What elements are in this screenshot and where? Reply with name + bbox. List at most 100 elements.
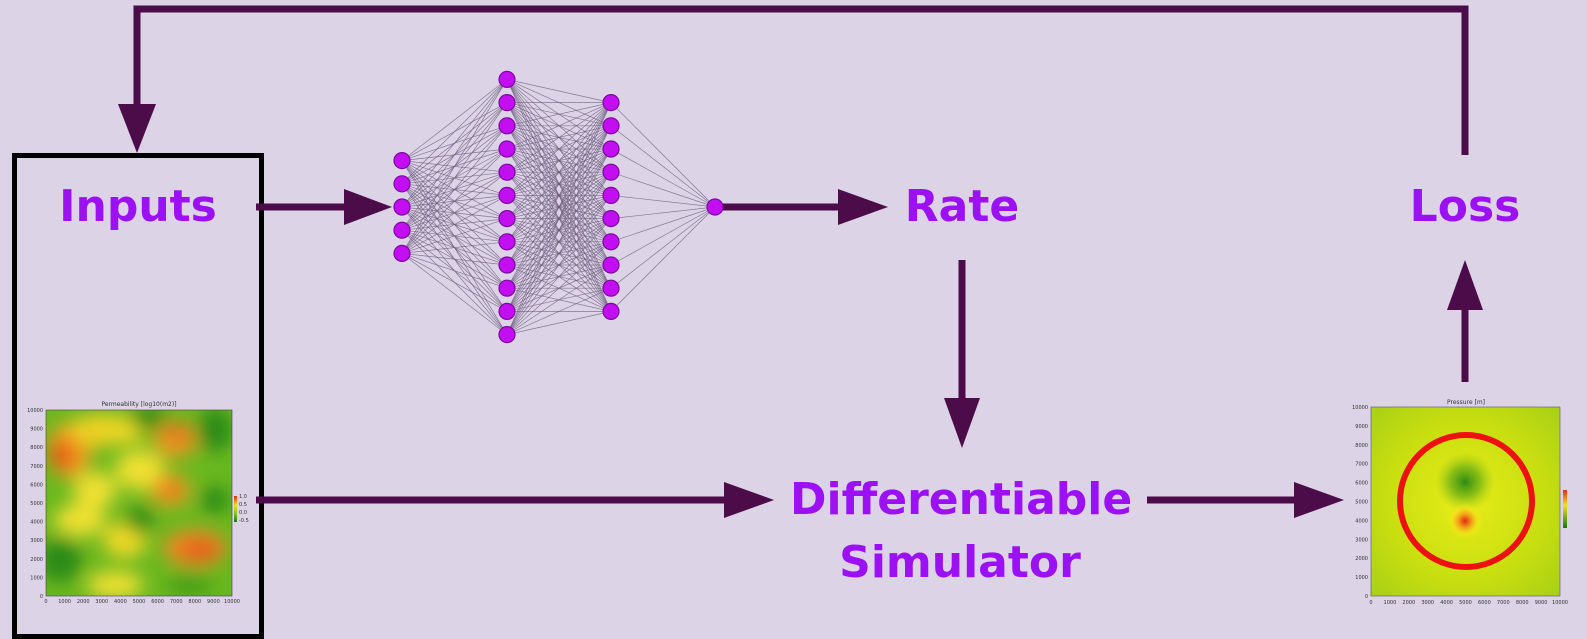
- nn-connection: [401, 79, 508, 208]
- nn-node-layer-2: [498, 70, 516, 89]
- nn-connection: [506, 102, 612, 196]
- nn-connection: [401, 79, 508, 161]
- permeability-y-tick: 10000: [27, 408, 43, 414]
- permeability-y-tick: 0: [40, 594, 43, 600]
- permeability-y-tick: 4000: [30, 520, 43, 526]
- nn-node-layer-2: [498, 163, 516, 181]
- permeability-x-tick: 1000: [58, 599, 71, 605]
- nn-connection: [610, 148, 716, 208]
- pressure-y-tick: 5000: [1355, 500, 1368, 506]
- nn-connection: [401, 253, 508, 335]
- pressure-x-tick: 7000: [1497, 600, 1510, 606]
- pressure-x-tick: 8000: [1516, 600, 1529, 606]
- permeability-x-tick: 0: [44, 599, 47, 605]
- permeability-x-tick: 5000: [133, 599, 146, 605]
- pressure-y-tick: 0: [1365, 594, 1368, 600]
- nn-node-layer-2: [498, 117, 516, 135]
- nn-connection: [610, 171, 716, 208]
- nn-connection: [506, 125, 612, 335]
- pressure-x-tick: 1000: [1384, 600, 1397, 606]
- permeability-colorbar: [234, 496, 237, 522]
- permeability-y-ticks: 1000090008000700060005000400030002000100…: [27, 408, 43, 600]
- permeability-y-tick: 6000: [30, 482, 43, 488]
- rate-to-simulator-arrow: [944, 260, 980, 448]
- nn-connection: [506, 102, 612, 312]
- nn-connection: [506, 102, 612, 266]
- pressure-plot-title: Pressure [m]: [1447, 399, 1485, 406]
- nn-node-layer-2: [498, 326, 516, 344]
- pressure-x-tick: 10000: [1552, 600, 1568, 606]
- permeability-x-tick: 4000: [114, 599, 127, 605]
- nn-connection: [506, 102, 612, 243]
- permeability-colorbar-tick: 1.0: [239, 494, 247, 500]
- nn-connection: [506, 102, 612, 127]
- permeability-x-tick: 6000: [151, 599, 164, 605]
- loss-label: Loss: [1409, 181, 1521, 232]
- pressure-x-tick: 0: [1369, 600, 1372, 606]
- inputs-to-simulator-arrow: [256, 482, 774, 518]
- pressure-x-tick: 9000: [1535, 600, 1548, 606]
- nn-node-layer-3: [602, 210, 620, 228]
- neural-network-nodes: [393, 70, 724, 344]
- pressure-x-tick: 6000: [1478, 600, 1491, 606]
- permeability-y-tick: 8000: [30, 445, 43, 451]
- nn-node-layer-3: [602, 117, 620, 135]
- permeability-x-tick: 10000: [224, 599, 240, 605]
- pressure-to-loss-arrow: [1447, 260, 1483, 382]
- permeability-y-tick: 7000: [30, 464, 43, 470]
- nn-node-layer-1: [393, 175, 411, 193]
- nn-node-layer-3: [602, 163, 620, 181]
- nn-node-layer-1: [393, 244, 411, 262]
- permeability-field: [46, 410, 232, 596]
- simulator-label-line1: Differentiable: [790, 474, 1133, 525]
- permeability-y-tick: 2000: [30, 557, 43, 563]
- nn-node-layer-1: [393, 152, 411, 170]
- nn-connection: [506, 264, 612, 335]
- nn-connection: [401, 171, 508, 254]
- nn-connection: [401, 195, 508, 254]
- nn-connection: [401, 79, 508, 231]
- network-to-rate-arrow: [718, 189, 888, 225]
- nn-connection: [610, 125, 716, 208]
- nn-connection: [506, 102, 612, 335]
- pressure-y-tick: 7000: [1355, 462, 1368, 468]
- nn-connection: [610, 206, 716, 289]
- feedback-loop-arrow: [118, 5, 1469, 155]
- nn-node-layer-2: [498, 233, 516, 251]
- pressure-y-tick: 1000: [1355, 575, 1368, 581]
- nn-connection: [506, 79, 612, 103]
- pressure-x-tick: 5000: [1459, 600, 1472, 606]
- nn-connection: [401, 253, 508, 266]
- nn-node-layer-2: [498, 140, 516, 158]
- nn-node-layer-2: [498, 302, 516, 320]
- permeability-colorbar-ticks: 1.00.50.0-0.5: [239, 494, 249, 524]
- permeability-colorbar-tick: -0.5: [239, 518, 249, 524]
- nn-connection: [610, 206, 716, 312]
- nn-connection: [506, 148, 612, 335]
- nn-connection: [506, 102, 612, 219]
- nn-node-layer-2: [498, 186, 516, 204]
- pressure-x-tick: 4000: [1440, 600, 1453, 606]
- rate-label: Rate: [904, 181, 1020, 232]
- permeability-x-tick: 3000: [95, 599, 108, 605]
- nn-node-layer-3: [602, 279, 620, 297]
- inputs-to-network-arrow: [256, 189, 392, 225]
- pressure-low-spot: [1435, 452, 1495, 512]
- pressure-x-tick: 3000: [1421, 600, 1434, 606]
- highlight-ring: [1397, 432, 1535, 570]
- nn-connection: [506, 102, 612, 173]
- nn-node-layer-2: [498, 279, 516, 297]
- pressure-plot: Pressure [m] 0 1000 2000 3000 4000 5000 6000 70…: [1352, 399, 1568, 606]
- pressure-high-spot: [1447, 503, 1483, 539]
- nn-connection: [506, 102, 612, 289]
- permeability-x-tick: 7000: [170, 599, 183, 605]
- permeability-colorbar-tick: 0.5: [239, 502, 247, 508]
- pressure-y-ticks: 1000090008000700060005000400030002000100…: [1352, 405, 1368, 600]
- pressure-y-tick: 6000: [1355, 481, 1368, 487]
- permeability-x-tick: 8000: [188, 599, 201, 605]
- pressure-y-tick: 9000: [1355, 424, 1368, 430]
- nn-connection: [506, 241, 612, 335]
- pressure-y-tick: 2000: [1355, 556, 1368, 562]
- permeability-plot: Permeability [log10(m2)]: [27, 401, 249, 605]
